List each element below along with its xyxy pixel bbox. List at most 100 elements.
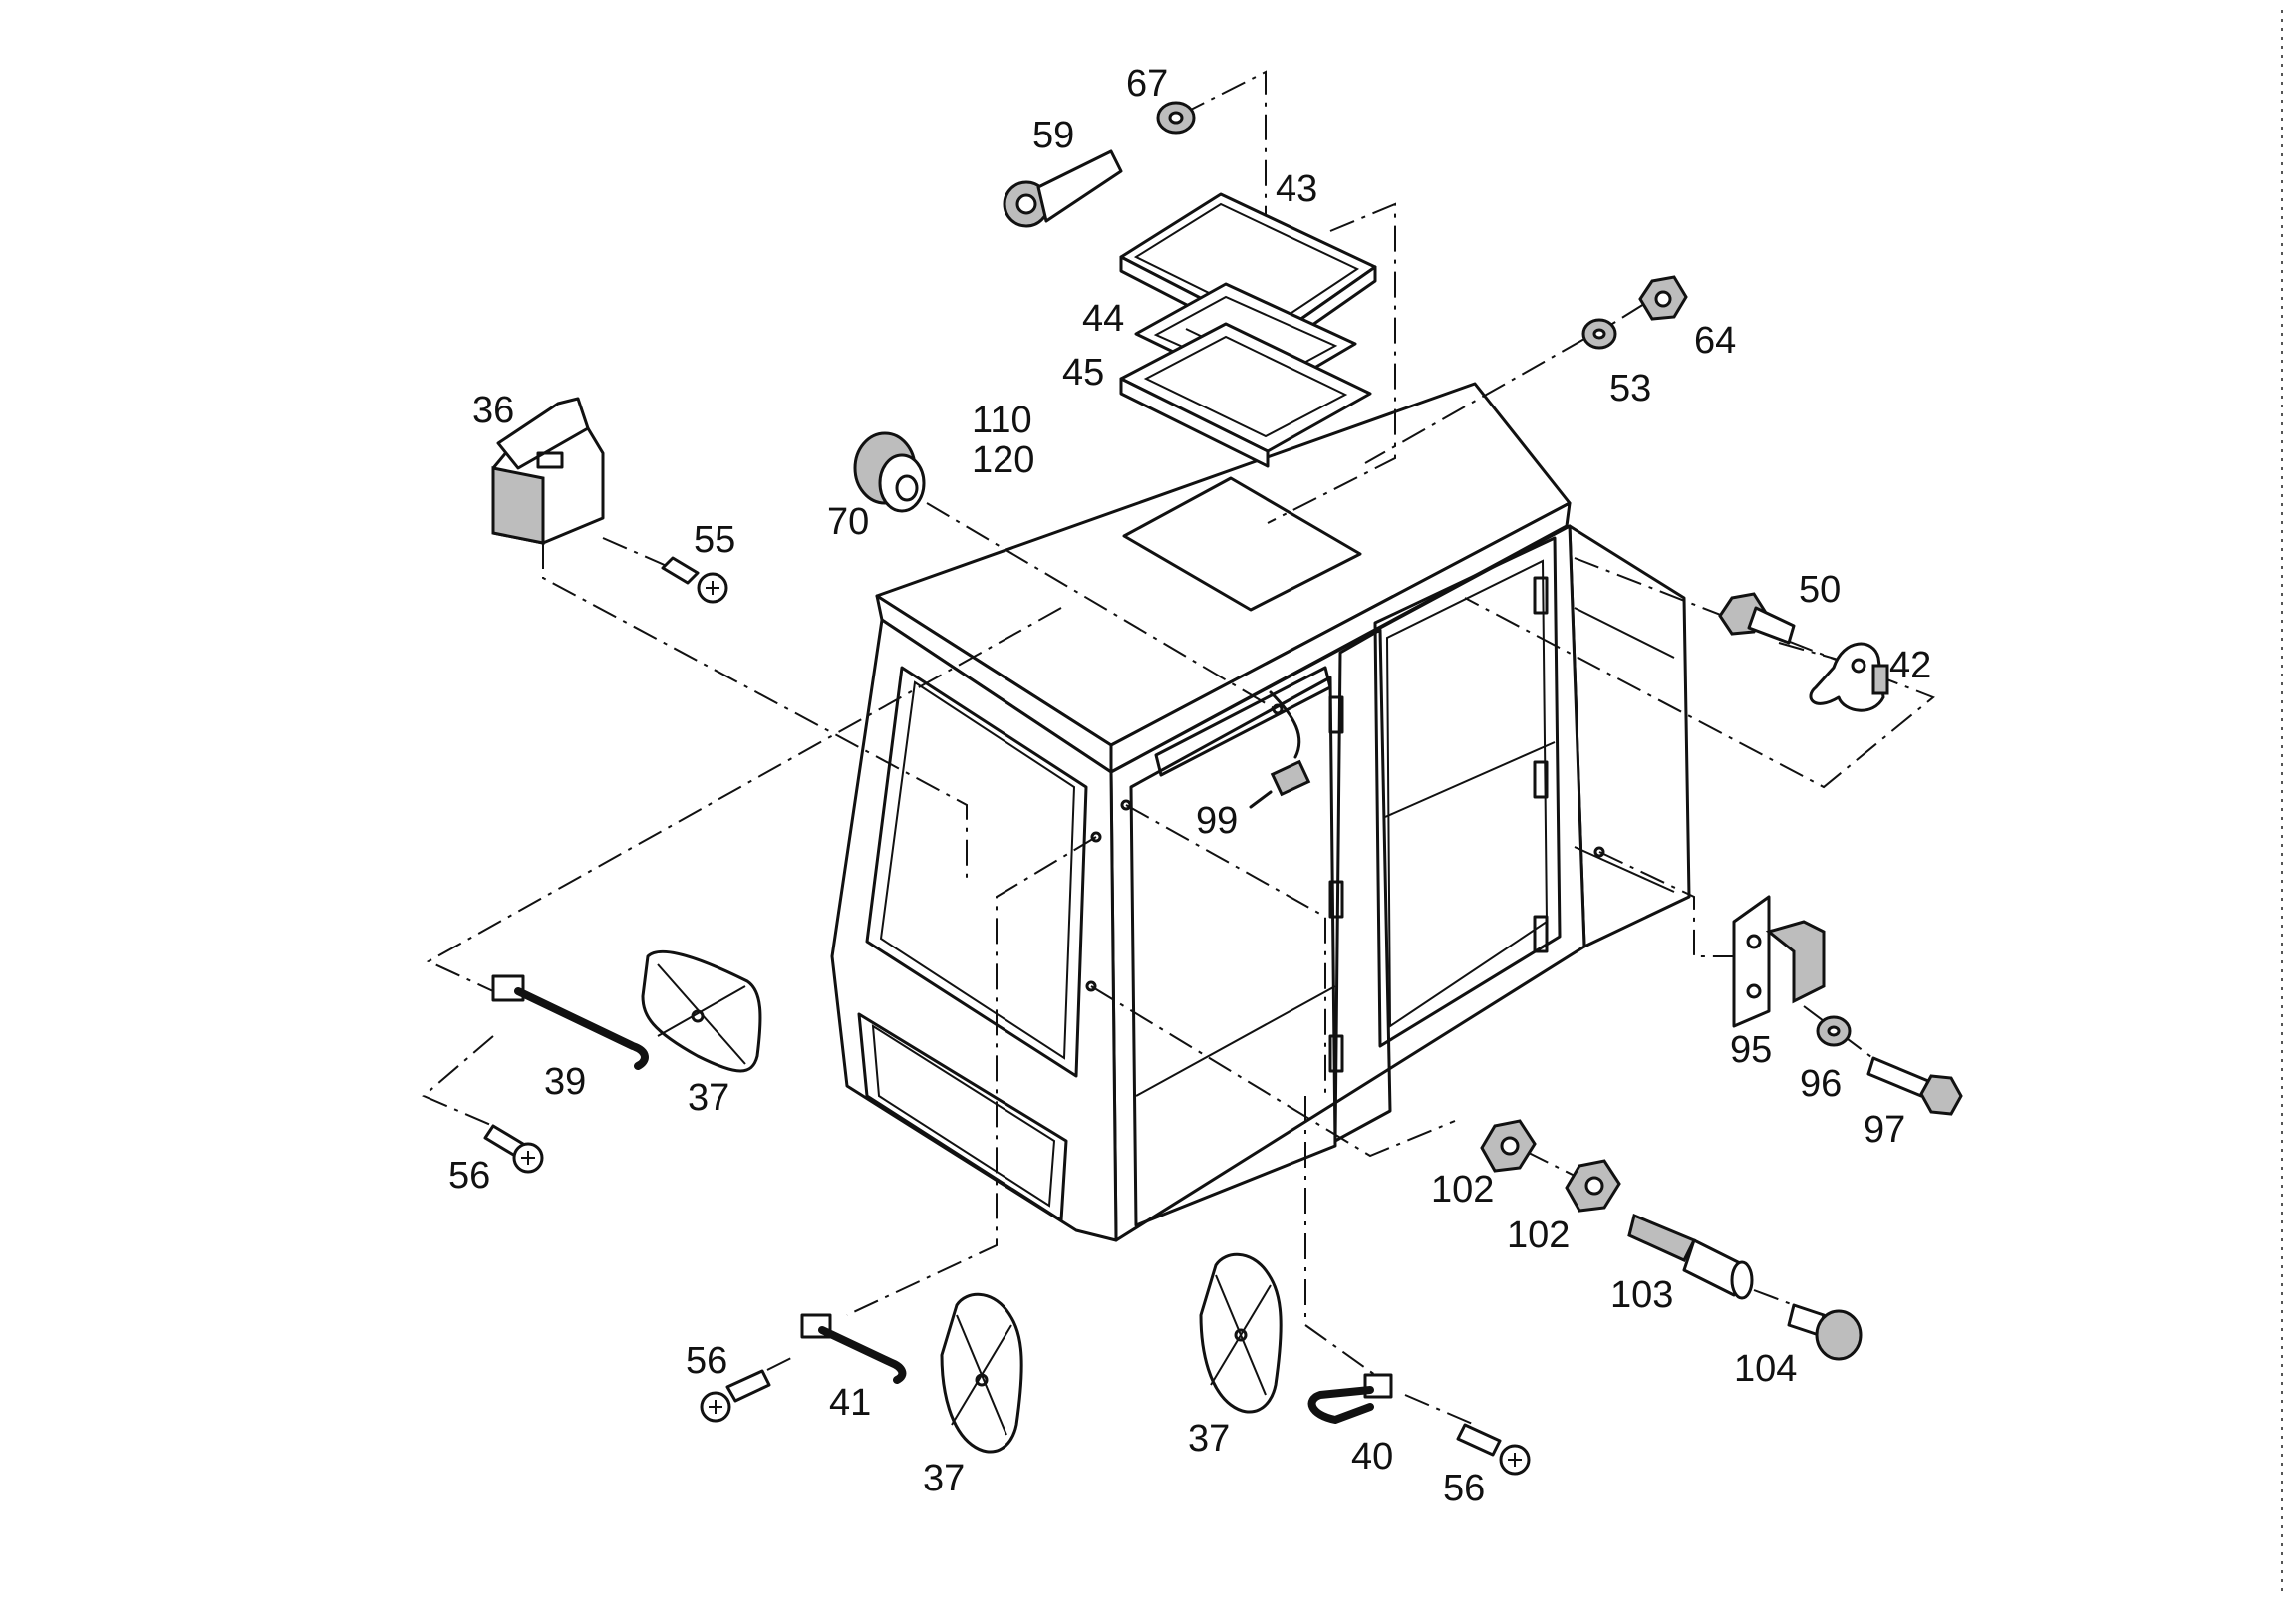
- part-70-grommet: [853, 431, 926, 513]
- door-hinge: [1328, 695, 1344, 734]
- spacer-end: [1730, 1260, 1754, 1300]
- label-59: 59: [1032, 115, 1074, 156]
- latch-hole: [1851, 658, 1866, 674]
- mirror-lines: [1210, 1274, 1272, 1396]
- bolt-shank: [1747, 606, 1796, 645]
- label-41: 41: [829, 1382, 871, 1424]
- part-64-nut: [1638, 275, 1688, 321]
- part-53-washer: [1581, 318, 1617, 350]
- label-37-bottom-left: 37: [923, 1458, 965, 1499]
- part-37-mirror-bottom-left: [940, 1292, 1023, 1454]
- mirror-arm-rod: [818, 1326, 907, 1384]
- screw-cross: [706, 581, 719, 595]
- interior-line: [1135, 985, 1336, 1097]
- label-99: 99: [1196, 800, 1238, 842]
- label-50: 50: [1799, 569, 1841, 611]
- part-50-bolt: [1718, 592, 1796, 645]
- bolt-head: [1919, 1074, 1963, 1116]
- screw-shank: [1456, 1423, 1502, 1457]
- mirror-pivot: [1234, 1328, 1248, 1342]
- lower-front-window-glass: [871, 1024, 1056, 1208]
- mount-point: [1085, 980, 1097, 992]
- interior-line: [1574, 607, 1675, 659]
- cab-body: [830, 382, 1691, 1242]
- latch-tab: [1871, 664, 1889, 695]
- cab-rear-wall: [1568, 524, 1691, 948]
- label-40: 40: [1351, 1436, 1393, 1478]
- label-37-bottom-right: 37: [1188, 1418, 1230, 1460]
- washer-hole: [1827, 1025, 1841, 1037]
- part-55-screw: [661, 556, 728, 604]
- label-53: 53: [1609, 368, 1651, 409]
- label-103: 103: [1610, 1274, 1673, 1316]
- part-99-connector: [1249, 690, 1311, 809]
- leader-95: [1598, 851, 1734, 957]
- leader-53: [1364, 338, 1585, 464]
- nut-hole: [1584, 1176, 1604, 1196]
- hatch-frame-inner: [1143, 335, 1348, 438]
- part-37-mirror-bottom-right: [1199, 1252, 1283, 1414]
- roof-hatch-opening: [1122, 476, 1362, 612]
- leader-41: [846, 836, 1097, 1316]
- door-hinge-post: [1333, 628, 1392, 1143]
- bolt-shank: [1866, 1056, 1930, 1098]
- bracket-hole: [1746, 934, 1762, 949]
- leader-36: [542, 543, 968, 882]
- label-37-left: 37: [688, 1077, 729, 1119]
- part-102-nut-b: [1565, 1159, 1621, 1213]
- bracket-lip: [1765, 920, 1826, 1004]
- part-56-screw-bottom: [700, 1369, 771, 1423]
- screw-shank: [725, 1369, 771, 1403]
- door-hinge: [1328, 1034, 1344, 1073]
- door-hinge: [1533, 760, 1549, 799]
- part-labels: 67 59 43 44 45 64 53 36 110 120 70 55 50…: [448, 63, 1931, 1509]
- part-59-bolt: [1003, 149, 1123, 228]
- leader-56-left: [422, 1035, 494, 1127]
- interior-line: [1574, 846, 1675, 893]
- hatch-frame-rim: [1119, 377, 1270, 468]
- part-40-mirror-arm: [1307, 1373, 1393, 1424]
- spacer-body: [1682, 1238, 1746, 1297]
- part-45-hatch-frame: [1119, 322, 1372, 468]
- label-44: 44: [1082, 298, 1124, 340]
- part-42-latch: [1809, 642, 1889, 712]
- leader-102: [1090, 985, 1456, 1158]
- bolt-shank: [1036, 149, 1123, 223]
- light-switch: [536, 451, 564, 469]
- leader-39: [426, 607, 1062, 992]
- washer-hole: [1592, 328, 1606, 340]
- part-67-washer: [1156, 101, 1196, 135]
- label-95: 95: [1730, 1029, 1772, 1071]
- part-102-nut-a: [1480, 1119, 1537, 1173]
- washer-hole: [1168, 111, 1184, 125]
- leader-56-right: [1404, 1394, 1476, 1426]
- door-hinge: [1533, 576, 1549, 615]
- nut-hole: [1654, 290, 1672, 308]
- label-102-a: 102: [1431, 1169, 1494, 1211]
- part-104-knob: [1787, 1303, 1863, 1361]
- mirror-arm-rod: [1307, 1386, 1374, 1424]
- screw-cross: [521, 1151, 535, 1165]
- wire: [1269, 690, 1301, 759]
- side-window-frame: [1129, 676, 1337, 1227]
- part-56-screw-right: [1456, 1423, 1531, 1476]
- light-front: [491, 466, 545, 545]
- screw-cross: [1508, 1453, 1522, 1467]
- side-door-frame: [1373, 536, 1562, 1048]
- part-56-screw-left: [483, 1124, 544, 1174]
- part-37-mirror-left: [641, 949, 762, 1073]
- label-56-left: 56: [448, 1155, 490, 1197]
- label-104: 104: [1734, 1348, 1797, 1390]
- mirror-pivot: [691, 1009, 705, 1023]
- door-hinge: [1533, 915, 1549, 953]
- leader-55: [602, 537, 684, 574]
- label-70: 70: [827, 501, 869, 543]
- mirror-arm-rod: [514, 987, 649, 1070]
- leader-64: [1603, 303, 1645, 330]
- grommet-hole: [895, 474, 919, 502]
- bracket-hole: [1746, 983, 1762, 999]
- leader-56-bottom: [766, 1354, 798, 1371]
- label-120: 120: [972, 439, 1034, 481]
